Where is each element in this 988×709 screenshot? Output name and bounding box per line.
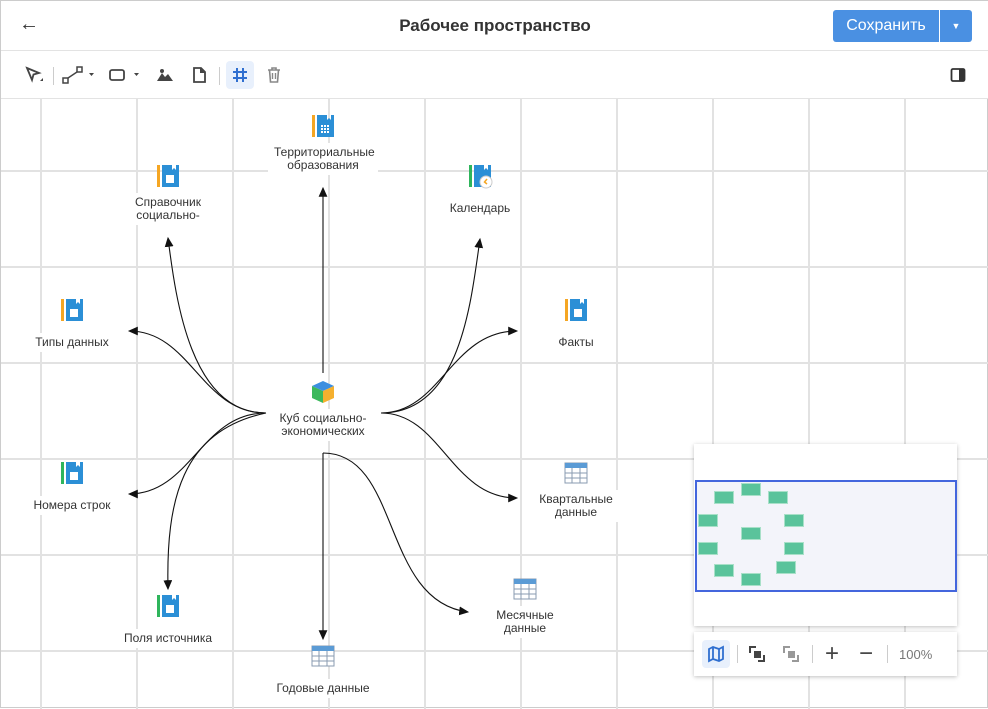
node-directory[interactable]: Справочник социально- bbox=[108, 163, 228, 225]
minimap-node bbox=[784, 542, 804, 555]
node-calendar[interactable]: Календарь bbox=[420, 163, 540, 218]
node-territorial[interactable]: Территориальные образования bbox=[263, 113, 383, 175]
table-icon bbox=[564, 462, 588, 484]
document-tool-icon[interactable] bbox=[187, 61, 211, 89]
minimap-toolbar: + − 100% bbox=[694, 632, 957, 676]
send-backward-icon[interactable] bbox=[777, 640, 805, 668]
node-label: Типы данных bbox=[29, 333, 115, 352]
edge-monthly bbox=[322, 452, 470, 616]
node-label: Номера строк bbox=[27, 496, 117, 515]
node-cube[interactable]: Куб социально-экономических bbox=[263, 379, 383, 441]
edge-quarterly bbox=[380, 412, 519, 503]
edge-datatypes bbox=[127, 326, 267, 414]
dictionary-icon bbox=[565, 299, 587, 321]
node-label: Месячные данные bbox=[485, 606, 565, 638]
zoom-level: 100% bbox=[899, 647, 933, 662]
save-button[interactable]: Сохранить bbox=[833, 10, 939, 42]
map-icon[interactable] bbox=[702, 640, 730, 668]
toggle-panel-icon[interactable] bbox=[945, 61, 971, 89]
node-label: Поля источника bbox=[117, 629, 219, 648]
calendar-dictionary-icon bbox=[469, 165, 493, 189]
shape-tool-icon[interactable] bbox=[107, 61, 145, 89]
node-monthly[interactable]: Месячные данные bbox=[465, 576, 585, 638]
image-tool-icon[interactable] bbox=[153, 61, 177, 89]
bring-forward-icon[interactable] bbox=[743, 640, 771, 668]
divider bbox=[53, 67, 54, 85]
minimap-node bbox=[741, 527, 761, 540]
minimap-node bbox=[698, 542, 718, 555]
edge-calendar bbox=[380, 237, 484, 414]
minimap-node bbox=[741, 483, 761, 496]
minimap-node bbox=[714, 491, 734, 504]
node-label: Куб социально-экономических bbox=[270, 409, 376, 441]
toolbar bbox=[1, 51, 988, 99]
cube-icon bbox=[312, 381, 334, 403]
divider bbox=[737, 645, 738, 663]
select-tool-icon[interactable] bbox=[21, 61, 47, 89]
node-label: Квартальные данные bbox=[531, 490, 621, 522]
node-datatypes[interactable]: Типы данных bbox=[12, 297, 132, 352]
header: ← Рабочее пространство Сохранить ▼ bbox=[1, 1, 988, 51]
node-label: Факты bbox=[552, 333, 600, 352]
dictionary-icon bbox=[61, 299, 83, 321]
delete-icon[interactable] bbox=[262, 61, 286, 89]
node-label: Годовые данные bbox=[270, 679, 376, 698]
divider bbox=[887, 645, 888, 663]
node-label: Территориальные образования bbox=[268, 143, 378, 175]
minimap-node bbox=[768, 491, 788, 504]
edges bbox=[127, 186, 519, 641]
minimap-node bbox=[714, 564, 734, 577]
table-icon bbox=[311, 645, 335, 667]
edge-facts bbox=[380, 326, 519, 414]
save-dropdown-button[interactable]: ▼ bbox=[940, 10, 972, 42]
minimap-node bbox=[784, 514, 804, 527]
node-yearly[interactable]: Годовые данные bbox=[263, 643, 383, 698]
dictionary-icon bbox=[312, 115, 334, 137]
minimap[interactable] bbox=[694, 444, 957, 626]
minimap-viewport[interactable] bbox=[695, 480, 957, 592]
table-icon bbox=[513, 578, 537, 600]
edge-directory bbox=[164, 236, 267, 414]
node-quarterly[interactable]: Квартальные данные bbox=[516, 460, 636, 522]
back-arrow-icon[interactable]: ← bbox=[19, 13, 39, 35]
diagram-canvas[interactable]: Территориальные образования Справочник с… bbox=[1, 99, 988, 709]
zoom-out-icon[interactable]: − bbox=[858, 640, 873, 667]
divider bbox=[812, 645, 813, 663]
minimap-node bbox=[741, 573, 761, 586]
connector-tool-icon[interactable] bbox=[61, 61, 99, 89]
node-label: Справочник социально- bbox=[123, 193, 213, 225]
node-label: Календарь bbox=[443, 199, 517, 218]
edge-sourcefields bbox=[163, 412, 267, 591]
zoom-in-icon[interactable]: + bbox=[824, 640, 839, 667]
dictionary-icon bbox=[61, 462, 83, 484]
dictionary-icon bbox=[157, 165, 179, 187]
grid-toggle-icon[interactable] bbox=[226, 61, 254, 89]
minimap-node bbox=[776, 561, 796, 574]
node-rownumbers[interactable]: Номера строк bbox=[12, 460, 132, 515]
page-title: Рабочее пространство bbox=[399, 16, 591, 35]
edge-rownumbers bbox=[127, 412, 267, 499]
node-sourcefields[interactable]: Поля источника bbox=[108, 593, 228, 648]
minimap-node bbox=[698, 514, 718, 527]
divider bbox=[219, 67, 220, 85]
dictionary-icon bbox=[157, 595, 179, 617]
node-facts[interactable]: Факты bbox=[516, 297, 636, 352]
